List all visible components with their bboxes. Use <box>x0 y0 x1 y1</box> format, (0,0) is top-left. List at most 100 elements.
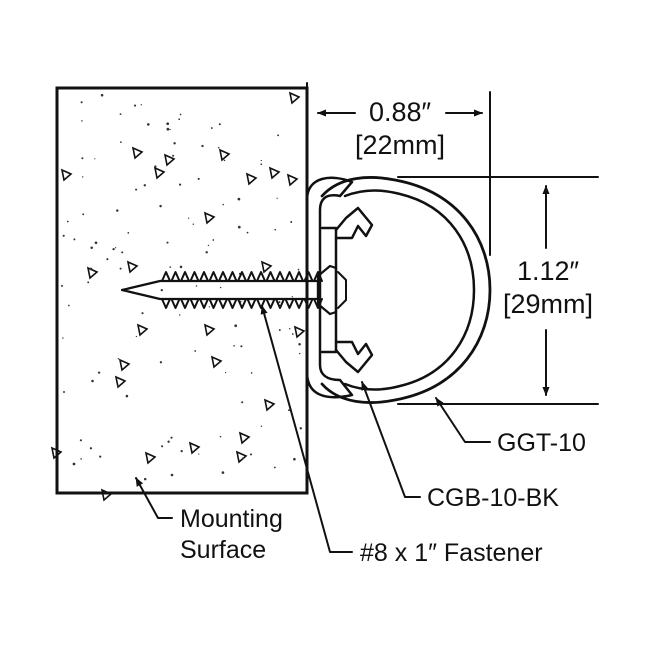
concrete-speck <box>260 159 262 162</box>
concrete-speck <box>249 453 253 456</box>
concrete-speck <box>94 241 98 245</box>
concrete-speck <box>133 104 137 107</box>
concrete-speck <box>79 439 82 442</box>
concrete-aggregate <box>260 260 273 274</box>
concrete-speck <box>288 327 291 330</box>
concrete-speck <box>117 358 120 360</box>
cover-ggt <box>320 176 492 404</box>
concrete-speck <box>80 101 83 104</box>
mounting-surface-block <box>50 86 309 502</box>
concrete-speck <box>118 386 120 388</box>
ggt-label: GGT-10 <box>497 429 586 457</box>
concrete-speck <box>66 220 69 223</box>
concrete-speck <box>173 142 176 145</box>
concrete-aggregate <box>218 148 231 162</box>
concrete-speck <box>290 221 293 223</box>
concrete-speck <box>119 113 122 115</box>
concrete-speck <box>260 163 263 166</box>
concrete-speck <box>274 228 277 231</box>
concrete-speck <box>166 127 170 131</box>
concrete-speck <box>61 284 63 287</box>
concrete-speck <box>72 462 76 466</box>
mounting-label-line1: Mounting <box>180 505 283 533</box>
concrete-speck <box>210 127 213 129</box>
concrete-speck <box>114 247 117 249</box>
concrete-speck <box>197 177 200 180</box>
concrete-speck <box>154 165 157 168</box>
concrete-speck <box>143 184 146 187</box>
concrete-speck <box>135 188 138 191</box>
concrete-speck <box>159 361 163 364</box>
concrete-speck <box>172 154 175 157</box>
concrete-speck <box>99 455 102 458</box>
concrete-speck <box>219 435 222 438</box>
concrete-speck <box>221 471 225 474</box>
concrete-aggregate <box>126 260 139 274</box>
callout-ggt: GGT-10 <box>435 397 586 457</box>
concrete-speck <box>169 128 171 131</box>
concrete-speck <box>233 344 235 347</box>
concrete-speck <box>80 458 82 460</box>
height-inches-label: 1.12″ <box>517 256 580 286</box>
concrete-speck <box>194 350 197 352</box>
concrete-speck <box>125 394 129 398</box>
concrete-aggregate <box>60 168 73 182</box>
concrete-aggregate <box>203 323 216 337</box>
concrete-speck <box>250 372 253 374</box>
concrete-speck <box>170 436 173 439</box>
concrete-speck <box>143 477 147 481</box>
concrete-speck <box>241 457 244 460</box>
concrete-aggregate <box>188 441 201 455</box>
concrete-speck <box>293 457 296 461</box>
concrete-aggregate <box>163 153 176 167</box>
mounting-label-line2: Surface <box>180 536 266 564</box>
concrete-aggregate <box>293 325 306 339</box>
concrete-speck <box>179 314 181 316</box>
concrete-speck <box>119 267 122 270</box>
concrete-speck <box>73 238 76 241</box>
concrete-aggregate <box>86 266 99 280</box>
concrete-aggregate <box>268 166 281 180</box>
concrete-speck <box>63 391 65 393</box>
fastener-label: #8 x 1″ Fastener <box>360 539 543 567</box>
concrete-speck <box>117 384 119 387</box>
concrete-speck <box>94 158 96 160</box>
concrete-speck <box>298 343 301 346</box>
concrete-speck <box>166 122 170 126</box>
concrete-speck <box>187 217 190 219</box>
concrete-speck <box>179 183 182 186</box>
callout-cgb: CGB-10-BK <box>361 381 559 512</box>
concrete-speck <box>178 118 181 121</box>
concrete-speck <box>179 265 183 269</box>
concrete-speck <box>140 104 142 106</box>
concrete-speck <box>121 251 124 254</box>
concrete-speck <box>224 371 227 374</box>
concrete-texture <box>50 91 306 502</box>
fastener-screw <box>120 264 347 316</box>
cgb-label: CGB-10-BK <box>427 484 559 512</box>
concrete-speck <box>299 427 302 430</box>
concrete-speck <box>112 247 115 251</box>
concrete-aggregate <box>210 355 223 369</box>
concrete-speck <box>169 266 172 268</box>
concrete-speck <box>167 440 170 443</box>
concrete-aggregate <box>263 398 276 412</box>
concrete-speck <box>82 213 85 216</box>
concrete-speck <box>141 312 144 315</box>
concrete-speck <box>219 286 222 289</box>
concrete-speck <box>241 401 244 404</box>
concrete-aggregate <box>288 91 301 105</box>
concrete-speck <box>90 246 93 250</box>
concrete-speck <box>222 203 224 206</box>
concrete-speck <box>278 301 281 304</box>
concrete-speck <box>208 306 211 308</box>
concrete-aggregate <box>238 431 251 445</box>
concrete-speck <box>100 93 104 97</box>
concrete-aggregate <box>114 375 127 389</box>
concrete-speck <box>223 159 226 162</box>
concrete-speck <box>192 223 195 225</box>
width-inches-label: 0.88″ <box>369 97 432 127</box>
concrete-speck <box>198 453 200 455</box>
concrete-speck <box>276 197 278 199</box>
